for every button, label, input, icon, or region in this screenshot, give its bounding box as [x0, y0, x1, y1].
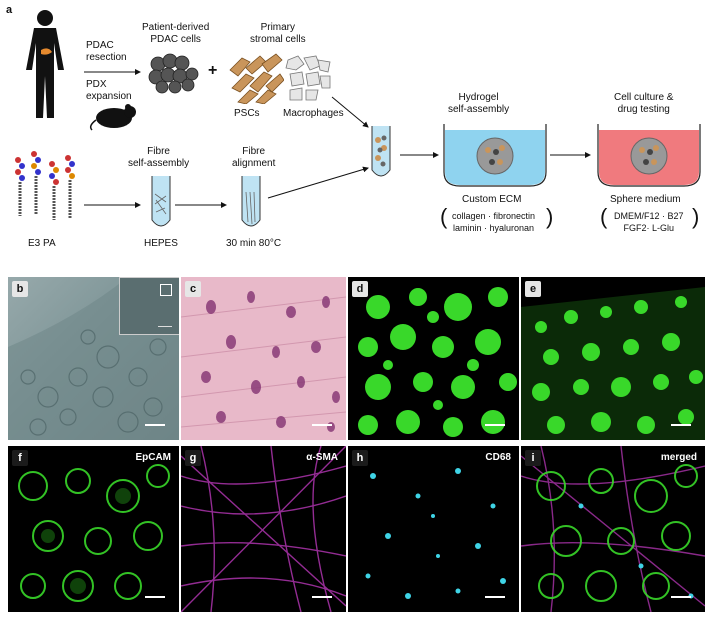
human-silhouette-icon: [26, 10, 64, 118]
scale-bar: [671, 596, 691, 598]
hydrogel-dish-icon: [443, 124, 547, 187]
channel-label-merged: merged: [660, 452, 697, 463]
macrophage-cells-icon: [285, 55, 331, 101]
pscs-label: PSCs: [234, 108, 260, 119]
mouse-icon: [89, 104, 136, 131]
panel-letter-g: g: [185, 450, 201, 466]
panel-e-3d-image: e: [521, 277, 705, 440]
hepes-label: HEPES: [144, 238, 178, 249]
panel-letter-e: e: [525, 281, 541, 297]
channel-label-epcam: EpCAM: [135, 452, 171, 463]
e3-pa-label: E3 PA: [28, 238, 56, 249]
panel-i-merged-image: i merged: [521, 446, 705, 612]
medium-paren-left: (: [600, 204, 608, 229]
fibre-tube-aligned-icon: [241, 176, 261, 227]
culture-label: Cell culture &drug testing: [614, 92, 674, 115]
channel-label-cd68: CD68: [485, 452, 511, 463]
sphere-medium-label: Sphere medium: [610, 194, 681, 205]
panel-f-epcam-image: f EpCAM: [8, 446, 179, 612]
panel-c-he-image: c: [181, 277, 346, 440]
panel-letter-i: i: [525, 450, 541, 466]
macrophages-label: Macrophages: [283, 108, 344, 119]
panel-d-fluorescence-image: d: [348, 277, 519, 440]
plus-sign: +: [208, 62, 218, 79]
pdac-cell-cluster-icon: [148, 53, 199, 94]
panel-letter-a: a: [6, 4, 13, 16]
panel-letter-h: h: [352, 450, 368, 466]
scale-bar: [485, 596, 505, 598]
mixing-tube-icon: [371, 126, 391, 177]
scale-bar: [145, 596, 165, 598]
medium-paren-right: ): [692, 204, 700, 229]
panel-g-sma-image: g α-SMA: [181, 446, 346, 612]
panel-letter-b: b: [12, 281, 28, 297]
panel-letter-c: c: [185, 281, 201, 297]
panel-a-arrows: [84, 69, 591, 208]
fibre-tube-hepes-icon: [151, 176, 171, 227]
scale-bar: [145, 424, 165, 426]
psc-cells-icon: [229, 53, 284, 104]
panel-b-brightfield-image: b: [8, 277, 179, 440]
culture-dish-icon: [597, 124, 701, 187]
panel-b-inset: [119, 277, 179, 335]
scale-bar: [312, 596, 332, 598]
custom-ecm-label: Custom ECM: [462, 194, 522, 205]
panel-h-cd68-image: h CD68: [348, 446, 519, 612]
channel-label-sma: α-SMA: [306, 452, 338, 463]
panel-letter-d: d: [352, 281, 368, 297]
e3-pa-molecules-icon: [15, 151, 75, 220]
scale-bar: [485, 424, 505, 426]
ecm-paren-right: ): [546, 204, 554, 229]
scale-bar: [312, 424, 332, 426]
ecm-paren-left: (: [440, 204, 448, 229]
panel-letter-f: f: [12, 450, 28, 466]
temperature-label: 30 min 80°C: [226, 238, 282, 249]
scale-bar: [671, 424, 691, 426]
